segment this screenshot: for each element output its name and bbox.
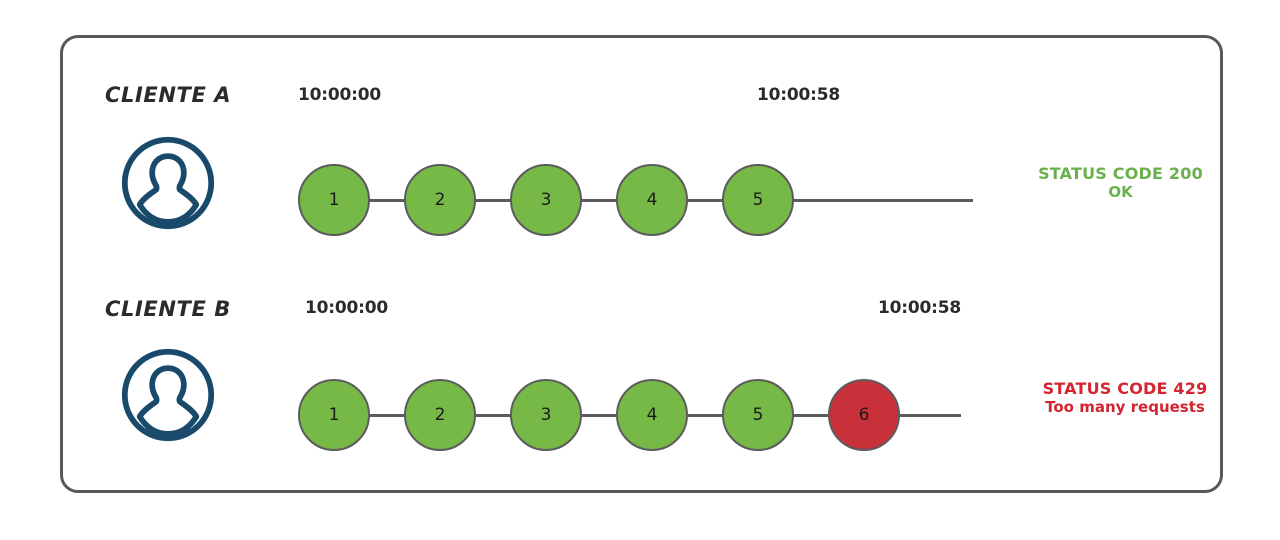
request-node-rate-limited[interactable]: 6: [828, 379, 900, 451]
chain-connector: [687, 413, 723, 417]
request-node[interactable]: 3: [510, 379, 582, 451]
status-message-line: OK: [1108, 182, 1133, 201]
request-node[interactable]: 2: [404, 379, 476, 451]
chain-connector: [475, 413, 511, 417]
client-a-status-badge: STATUS CODE 200 OK: [1023, 164, 1218, 202]
chain-connector: [687, 198, 723, 202]
request-node[interactable]: 3: [510, 164, 582, 236]
request-node[interactable]: 4: [616, 379, 688, 451]
client-a-timestamp-start: 10:00:00: [298, 85, 381, 105]
client-b-timestamp-end: 10:00:58: [878, 298, 961, 318]
request-node[interactable]: 2: [404, 164, 476, 236]
chain-connector: [369, 198, 405, 202]
client-b-request-chain: 1 2 3 4 5 6: [298, 375, 961, 455]
status-code-line: STATUS CODE 429: [1042, 379, 1208, 398]
status-message-line: Too many requests: [1045, 397, 1205, 416]
client-a-request-chain: 1 2 3 4 5: [298, 160, 973, 240]
user-avatar-icon: [120, 347, 216, 443]
chain-connector: [581, 198, 617, 202]
request-node[interactable]: 5: [722, 379, 794, 451]
client-b-label: CLIENTE B: [105, 297, 231, 321]
chain-connector: [475, 198, 511, 202]
user-avatar-icon: [120, 135, 216, 231]
chain-connector: [369, 413, 405, 417]
request-node[interactable]: 1: [298, 164, 370, 236]
request-node[interactable]: 1: [298, 379, 370, 451]
status-code-line: STATUS CODE 200: [1038, 164, 1203, 183]
chain-tail-connector: [899, 413, 961, 417]
client-b-status-badge: STATUS CODE 429 Too many requests: [1025, 379, 1225, 417]
chain-connector: [793, 413, 829, 417]
request-node[interactable]: 4: [616, 164, 688, 236]
chain-connector: [581, 413, 617, 417]
chain-tail-connector: [793, 198, 973, 202]
request-node[interactable]: 5: [722, 164, 794, 236]
client-a-label: CLIENTE A: [105, 83, 232, 107]
client-a-timestamp-end: 10:00:58: [757, 85, 840, 105]
client-b-timestamp-start: 10:00:00: [305, 298, 388, 318]
